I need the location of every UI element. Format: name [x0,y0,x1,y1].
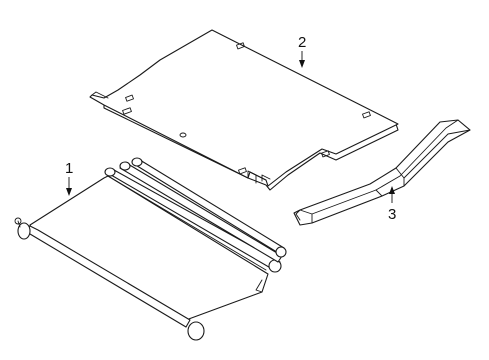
right-end-cap [187,321,205,341]
callout-1-label: 1 [65,160,73,177]
cargo-floor-panel [89,29,399,191]
left-end-cap [17,222,31,240]
sill-scuff-plate [293,119,471,226]
callout-2: 2 [298,34,306,68]
callout-1: 1 [65,160,73,196]
callout-3: 3 [388,186,396,223]
callout-2-label: 2 [298,34,306,51]
callout-3-label: 3 [388,206,396,223]
cargo-cover-assembly [14,157,287,341]
